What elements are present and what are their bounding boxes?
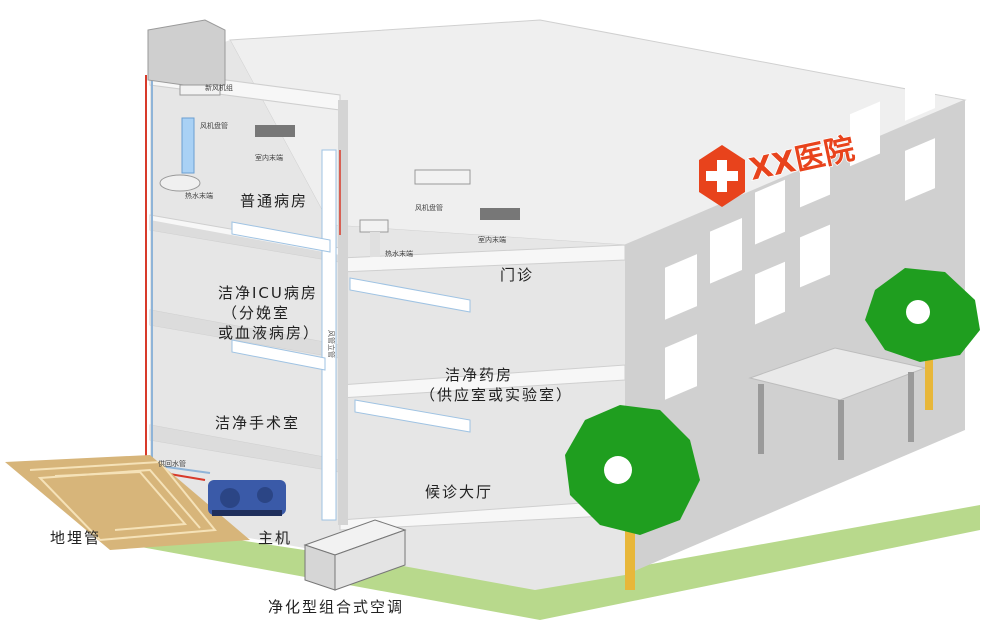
floor-planes <box>150 220 340 472</box>
central-wall <box>338 100 348 525</box>
grass-strip <box>130 505 980 620</box>
red-cross-logo <box>699 145 745 207</box>
fan-coil-label-b: 风机盘管 <box>415 203 443 212</box>
room-pharmacy-line1: 洁净药房 <box>445 366 513 384</box>
rooftop-fresh-air-box <box>147 19 226 96</box>
indoor-unit-label-b: 室内末端 <box>478 235 506 244</box>
ground-pipe-field <box>5 455 250 550</box>
right-facade <box>625 100 965 575</box>
room-operating: 洁净手术室 <box>215 414 300 432</box>
supply-ducts <box>231 221 471 433</box>
roof <box>229 19 967 246</box>
ahu-unit <box>303 519 407 591</box>
room-icu-line2: （分娩室 <box>222 304 290 322</box>
main-unit-label: 主机 <box>258 529 292 547</box>
room-pharmacy-line2: （供应室或实验室） <box>420 386 573 404</box>
room-waiting-hall: 候诊大厅 <box>425 483 493 501</box>
main-unit <box>208 480 286 516</box>
fresh-air-box-label: 新风机组 <box>205 83 233 92</box>
room-general-ward: 普通病房 <box>240 192 308 210</box>
room-clinic: 门诊 <box>500 266 534 284</box>
indoor-unit-label-a: 室内末端 <box>255 153 283 162</box>
tree-back <box>865 268 980 410</box>
terminal-label-b: 热水末端 <box>385 249 413 258</box>
fan-coil-label-a: 风机盘管 <box>200 121 228 130</box>
room-icu-line1: 洁净ICU病房 <box>218 284 318 302</box>
terminal-label-a: 热水末端 <box>185 191 213 200</box>
pipe-note-label: 供回水管 <box>158 459 186 468</box>
room-icu-line3: 或血液病房） <box>218 324 320 342</box>
riser-label: 风管立管 <box>327 330 336 358</box>
terminal-units <box>159 117 520 257</box>
tree-front <box>565 405 700 590</box>
ahu-label: 净化型组合式空调 <box>268 598 404 616</box>
ground-pipe-label: 地埋管 <box>50 529 101 547</box>
windows <box>665 56 935 400</box>
